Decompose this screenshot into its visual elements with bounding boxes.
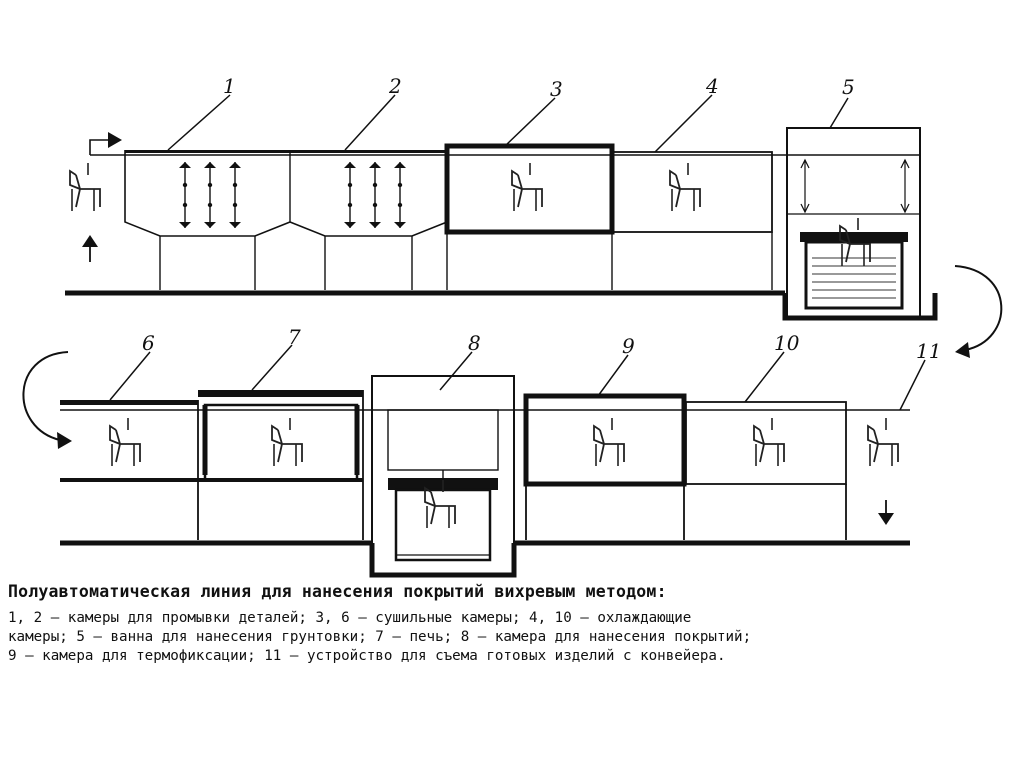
label-8: 8 <box>468 331 481 355</box>
bottom-line <box>60 344 926 578</box>
position-labels: 1 2 3 4 5 6 7 8 9 10 11 <box>142 74 941 363</box>
coating-chamber-8 <box>371 375 515 562</box>
thermofix-chamber-9 <box>523 393 687 540</box>
label-5: 5 <box>842 75 855 99</box>
label-11: 11 <box>916 339 941 363</box>
label-4: 4 <box>705 74 719 98</box>
figure-caption: Полуавтоматическая линия для нанесения п… <box>8 582 1020 666</box>
top-workpieces <box>69 162 871 267</box>
transfer-arrows <box>22 265 1003 449</box>
priming-bath-5 <box>786 127 921 318</box>
label-7: 7 <box>288 325 301 349</box>
cooling-chamber-4 <box>611 151 773 290</box>
label-2: 2 <box>388 74 402 98</box>
label-1: 1 <box>223 74 236 98</box>
top-line <box>65 94 938 321</box>
label-9: 9 <box>622 334 635 358</box>
bottom-workpieces <box>109 417 899 529</box>
washing-chambers <box>124 150 448 290</box>
label-10: 10 <box>774 331 800 355</box>
oven-chamber-7 <box>198 390 364 540</box>
caption-legend: 1, 2 — камеры для промывки деталей; 3, 6… <box>8 610 752 664</box>
drying-chamber-6 <box>60 400 199 540</box>
caption-title: Полуавтоматическая линия для нанесения п… <box>8 582 667 601</box>
cooling-chamber-10 <box>685 401 847 540</box>
label-3: 3 <box>550 77 563 101</box>
label-6: 6 <box>142 331 155 355</box>
